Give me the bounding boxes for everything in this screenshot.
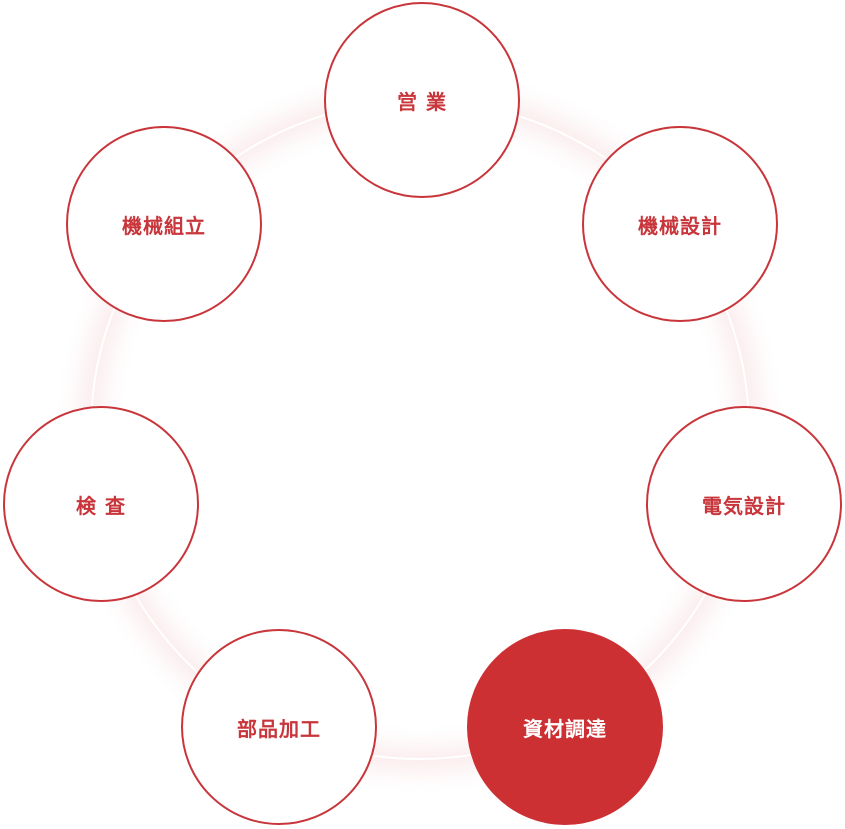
node-parts-machining-label: 部品加工	[237, 716, 321, 741]
node-electrical-design[interactable]: 電気設計	[646, 406, 842, 602]
node-inspection-label: 検 査	[76, 493, 126, 518]
node-sales[interactable]: 営 業	[324, 2, 520, 198]
node-parts-machining[interactable]: 部品加工	[181, 629, 377, 825]
node-sales-label: 営 業	[397, 89, 447, 114]
node-mechanical-design[interactable]: 機械設計	[582, 126, 778, 322]
node-mechanical-assembly[interactable]: 機械組立	[66, 126, 262, 322]
node-inspection[interactable]: 検 査	[3, 406, 199, 602]
node-electrical-design-label: 電気設計	[702, 493, 786, 518]
node-procurement-label: 資材調達	[523, 716, 607, 741]
node-procurement[interactable]: 資材調達	[467, 629, 663, 825]
node-mechanical-design-label: 機械設計	[638, 213, 722, 238]
node-mechanical-assembly-label: 機械組立	[122, 213, 206, 238]
